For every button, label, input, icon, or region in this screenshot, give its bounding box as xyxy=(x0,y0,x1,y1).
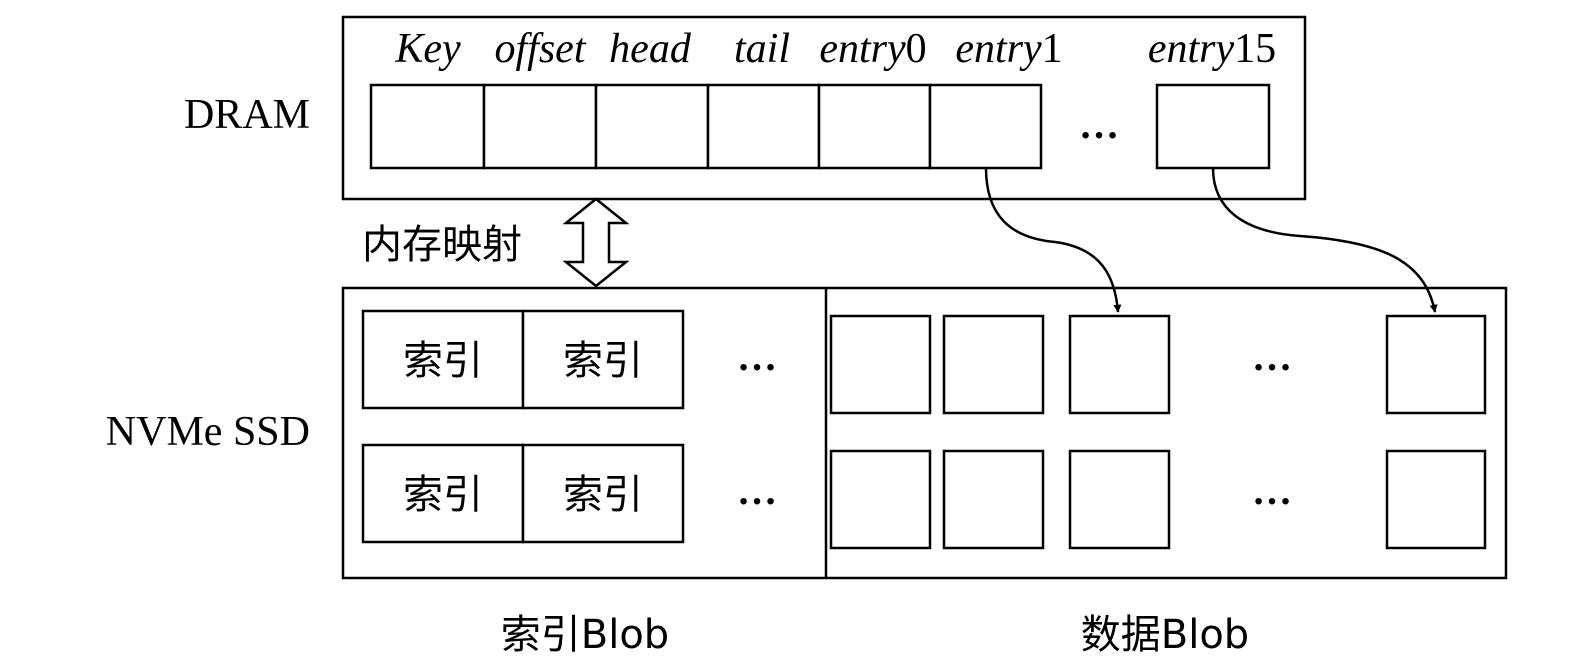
data-cell-r2c3 xyxy=(1068,449,1171,550)
dram-cell-key xyxy=(369,83,486,170)
memory-mapping-label: 内存映射 xyxy=(362,222,522,268)
index-cell-r1c2-label: 索引 xyxy=(563,338,643,384)
index-cell-r1c1 xyxy=(361,309,525,410)
dram-cell-head xyxy=(594,83,710,170)
field-key-label: Key xyxy=(394,26,461,72)
dram-label: DRAM xyxy=(184,92,310,138)
data-cell-r1c3 xyxy=(1068,314,1171,415)
memory-mapping-double-arrow xyxy=(562,197,630,288)
index-cell-r2c2 xyxy=(521,443,685,544)
index-cell-r2c1 xyxy=(361,443,525,544)
dram-cell-entry1 xyxy=(928,83,1043,170)
field-entry1-label: entry1 xyxy=(955,26,1062,72)
index-cell-r1c1-label: 索引 xyxy=(403,338,483,384)
field-tail-label: tail xyxy=(734,26,790,72)
field-entry0-label: entry0 xyxy=(819,26,926,72)
dram-cell-entry0 xyxy=(817,83,932,170)
index-blob-caption: 索引Blob xyxy=(501,612,669,658)
dram-frame xyxy=(341,15,1307,201)
data-row2-ellipsis: … xyxy=(1252,468,1292,513)
field-entry1-word: entry xyxy=(955,26,1042,72)
dram-cell-entry15 xyxy=(1155,83,1271,170)
data-cell-r2c4 xyxy=(1385,449,1487,550)
index-row2-ellipsis: … xyxy=(737,468,777,513)
data-cell-r1c2 xyxy=(942,314,1045,415)
dram-cell-tail xyxy=(706,83,821,170)
index-row1-ellipsis: … xyxy=(737,334,777,379)
dram-ellipsis: … xyxy=(1079,102,1119,147)
index-cell-r2c2-label: 索引 xyxy=(563,472,643,518)
index-cell-r1c2 xyxy=(521,309,685,410)
data-row1-ellipsis: … xyxy=(1252,334,1292,379)
field-head-label: head xyxy=(609,26,692,72)
data-blob-caption: 数据Blob xyxy=(1081,612,1249,658)
field-entry15-word: entry xyxy=(1148,26,1235,72)
entry1-pointer-arrow xyxy=(984,167,1122,313)
dram-cell-offset xyxy=(482,83,598,170)
entry15-pointer-arrow xyxy=(1211,167,1438,313)
data-cell-r1c1 xyxy=(829,314,932,415)
data-cell-r2c2 xyxy=(942,449,1045,550)
nvme-ssd-label: NVMe SSD xyxy=(106,409,310,455)
field-entry0-word: entry xyxy=(819,26,906,72)
data-cell-r2c1 xyxy=(829,449,932,550)
field-entry1-num: 1 xyxy=(1042,26,1063,72)
field-entry15-label: entry15 xyxy=(1148,26,1276,72)
data-cell-r1c4 xyxy=(1385,314,1487,415)
nvme-ssd-frame xyxy=(341,286,1508,580)
field-entry0-num: 0 xyxy=(906,26,927,72)
field-entry15-num: 15 xyxy=(1234,26,1276,72)
field-offset-label: offset xyxy=(495,26,587,72)
index-cell-r2c1-label: 索引 xyxy=(403,472,483,518)
